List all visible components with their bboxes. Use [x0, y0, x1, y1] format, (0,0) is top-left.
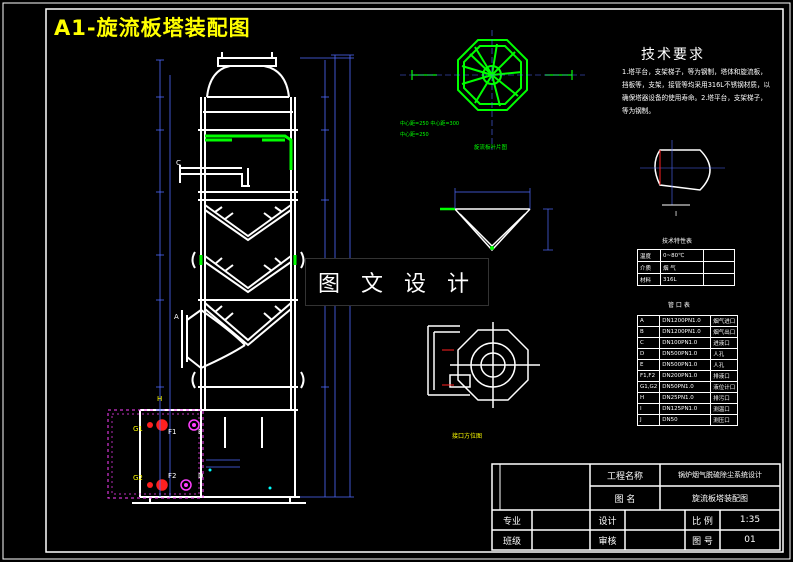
table-cell: DN50	[659, 414, 712, 426]
table-cell: 烟气出口	[710, 326, 739, 338]
nozzle-label-f1: F1	[168, 428, 177, 436]
nozzle-label-d: D	[198, 472, 204, 480]
blade-dim-note-1: 中心距=250 中心距=300	[400, 121, 460, 127]
table-cell: 材料	[637, 273, 661, 286]
blade-view-caption: 旋流板叶片图	[474, 145, 508, 151]
tower-elevation	[132, 52, 306, 504]
table-cell: DN500PN1.0	[659, 348, 712, 360]
cone-detail	[440, 207, 531, 252]
table-cell: H	[636, 392, 661, 404]
table-row: 介质烟 气	[637, 261, 735, 274]
table-cell: 排液口	[710, 370, 739, 382]
table-cell: 温度	[637, 249, 661, 262]
tb-review-label: 审核	[598, 536, 617, 547]
table-cell: DN1200PN1.0	[659, 315, 712, 327]
table-cell: DN125PN1.0	[659, 403, 712, 415]
table-cell: G1,G2	[636, 381, 661, 393]
nozzle-label-e: E	[198, 428, 203, 436]
base-dashed-box	[107, 409, 204, 499]
table-cell: 测压口	[710, 414, 739, 426]
table-cell: 烟气进口	[710, 315, 739, 327]
table-cell: I	[636, 403, 661, 415]
tb-project-value: 锅炉烟气脱硫除尘系统设计	[678, 471, 762, 479]
nozzle-label-g1: G1	[133, 425, 143, 433]
tech-requirements-body: 1.塔平台，支架梯子，等为钢制，塔体和旋流板，挡板等，支架，接管等均采用316L…	[622, 68, 771, 115]
table-cell: A	[636, 315, 661, 327]
table-cell	[703, 249, 735, 262]
table-cell	[703, 261, 735, 274]
table-cell: DN200PN1.0	[659, 370, 712, 382]
table-cell: 进液口	[710, 337, 739, 349]
tb-major-label: 专业	[502, 516, 521, 527]
nozzle-label-h: H	[157, 395, 163, 403]
table-cell	[703, 273, 735, 286]
table-cell: 液位计口	[710, 381, 739, 393]
tech-props-caption: 技术特性表	[662, 238, 693, 245]
drawing-title: A1-旋流板塔装配图	[54, 16, 251, 40]
table-cell: B	[636, 326, 661, 338]
bottom-nozzles	[147, 419, 272, 491]
watermark: 图 文 设 计	[305, 258, 489, 306]
table-cell: J	[636, 414, 661, 426]
table-cell: DN50PN1.0	[659, 381, 712, 393]
table-cell: DN500PN1.0	[659, 359, 712, 371]
nozzle-view-caption: 接口方位图	[452, 433, 483, 440]
nozzle-orientation-view	[427, 322, 540, 408]
table-cell: 人孔	[710, 359, 739, 371]
nozzle-label-a: A	[174, 313, 179, 321]
table-cell: D	[636, 348, 661, 360]
tb-scale-label: 比 例	[692, 516, 713, 527]
table-cell: 测温口	[710, 403, 739, 415]
detail-I	[640, 140, 725, 206]
nozzle-label-c: C	[176, 159, 181, 167]
title-block-lines	[491, 463, 781, 551]
table-cell: C	[636, 337, 661, 349]
detail-i-caption: I	[675, 210, 678, 218]
tb-sheet-value: 01	[744, 535, 756, 545]
table-cell: F1,F2	[636, 370, 661, 382]
nozzle-table-caption: 管 口 表	[668, 302, 690, 309]
inner-border	[45, 8, 784, 553]
tb-sheet-label: 图 号	[692, 536, 713, 547]
tb-design-label: 设计	[598, 516, 617, 527]
tb-drawing-label: 图 名	[614, 494, 636, 505]
table-cell: DN25PN1.0	[659, 392, 712, 404]
tb-project-label: 工程名称	[606, 471, 643, 482]
table-cell: DN100PN1.0	[659, 337, 712, 349]
table-cell: 0~80℃	[660, 249, 704, 262]
blade-dim-note-2: 中心距=250	[400, 132, 429, 138]
nozzle-label-g2: G2	[133, 474, 143, 482]
tb-scale-value: 1:35	[739, 515, 761, 525]
table-cell: E	[636, 359, 661, 371]
table-cell: 316L	[660, 273, 704, 286]
table-cell: DN1200PN1.0	[659, 326, 712, 338]
table-cell: 介质	[637, 261, 661, 274]
tech-requirements-title: 技术要求	[641, 47, 705, 63]
table-cell: 烟 气	[660, 261, 704, 274]
table-cell: 人孔	[710, 348, 739, 360]
nozzle-label-f2: F2	[168, 472, 177, 480]
tb-class-label: 班级	[502, 536, 521, 547]
tb-drawing-value: 旋流板塔装配图	[692, 493, 748, 503]
table-cell: 排污口	[710, 392, 739, 404]
